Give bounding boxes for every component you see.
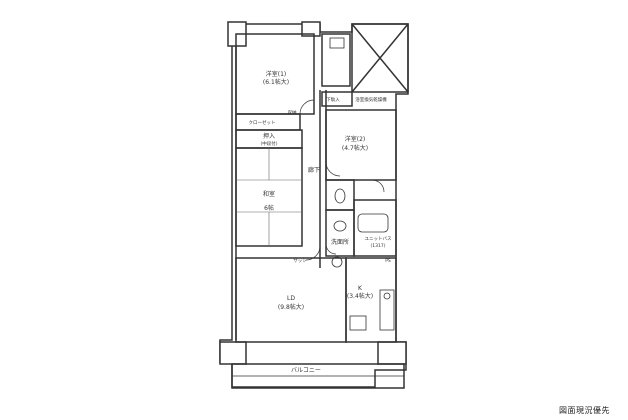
ld-label: LD bbox=[287, 295, 295, 302]
shoe-box bbox=[321, 91, 353, 107]
bath-size: (1317) bbox=[371, 243, 386, 249]
washroom-walls bbox=[325, 209, 355, 257]
hallway-label: 廊下 bbox=[308, 166, 320, 174]
ld-size: (9.8帖大) bbox=[278, 303, 304, 311]
sash-label: サッシ bbox=[293, 258, 307, 264]
sink-box bbox=[329, 37, 345, 49]
balcony-label: バルコニー bbox=[291, 367, 321, 374]
door-arc bbox=[325, 161, 341, 177]
door-arc bbox=[299, 99, 315, 115]
fixtures bbox=[329, 37, 395, 331]
door-swings bbox=[299, 99, 385, 261]
storage-top bbox=[321, 33, 351, 87]
bath-walls bbox=[353, 199, 397, 257]
bath-dryer-label: 浴室換気乾燥機 bbox=[355, 96, 387, 103]
ld-walls bbox=[235, 257, 347, 343]
bathtub bbox=[357, 213, 389, 233]
kitchen-size: (3.4帖大) bbox=[347, 292, 373, 300]
shoe-box-label: 下駄入 bbox=[326, 96, 340, 103]
western-room-1-label: 洋室(1) bbox=[266, 70, 287, 78]
washroom-label: 洗面所 bbox=[331, 238, 349, 246]
storage-shelf-label: 収納 bbox=[288, 109, 297, 116]
washitsu-label: 和室 bbox=[263, 190, 275, 198]
kitchen-label: K bbox=[358, 285, 363, 292]
door-arc bbox=[325, 243, 337, 255]
kitchen-counter bbox=[379, 289, 395, 331]
refrigerator bbox=[349, 315, 367, 331]
toilet-bowl bbox=[334, 188, 346, 204]
caption: 図面現況優先 bbox=[559, 406, 610, 415]
tatami-pattern bbox=[236, 148, 302, 246]
floor-plan-outline bbox=[219, 21, 409, 389]
ps-label: PS bbox=[385, 258, 391, 264]
column-bottom-left bbox=[219, 341, 247, 365]
stove-burner bbox=[383, 292, 391, 300]
column-bottom-right bbox=[377, 341, 407, 365]
bath-label: ユニットバス bbox=[365, 236, 392, 242]
western-room-2-label: 洋室(2) bbox=[345, 135, 366, 143]
closet-label: クローゼット bbox=[249, 119, 276, 126]
oshiire-label: 押入 bbox=[263, 132, 275, 140]
entrance-diagonal-2 bbox=[351, 23, 409, 93]
door-arc bbox=[305, 245, 321, 261]
washing-machine-drain bbox=[331, 256, 343, 268]
toilet-walls bbox=[325, 179, 355, 211]
kitchen-walls bbox=[345, 257, 397, 343]
western-room-2-walls bbox=[325, 109, 397, 181]
door-arc bbox=[371, 179, 385, 193]
entrance-box bbox=[351, 23, 409, 93]
western-room-2-size: (4.7帖大) bbox=[342, 144, 368, 152]
oshiire-note: (中段付) bbox=[260, 140, 277, 147]
washitsu-size: 6帖 bbox=[264, 204, 274, 212]
western-room-1-size: (6.1帖大) bbox=[263, 78, 289, 86]
wash-basin bbox=[333, 220, 347, 232]
column-top-middle bbox=[301, 21, 321, 37]
